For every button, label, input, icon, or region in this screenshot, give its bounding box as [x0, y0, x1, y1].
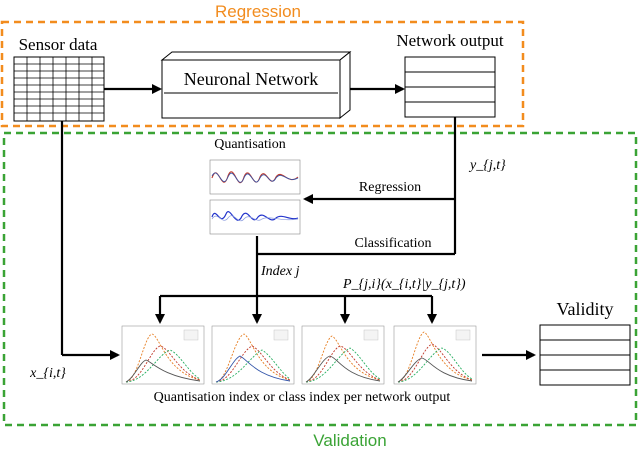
- density-panel-4: [393, 325, 477, 385]
- quantisation-label: Quantisation: [214, 137, 286, 152]
- network-output-table: [404, 56, 496, 118]
- index-j-label: Index j: [260, 264, 300, 279]
- validation-group-box: [2, 131, 638, 427]
- quantisation-plot: [209, 159, 301, 235]
- neuronal-network-box: [160, 50, 352, 120]
- neuronal-network-label: Neuronal Network: [184, 69, 318, 89]
- validity-table: [539, 324, 631, 386]
- x-variable-label: x_{i,t}: [29, 366, 66, 381]
- validation-title: Validation: [313, 431, 386, 449]
- network-output-label: Network output: [396, 31, 503, 50]
- y-variable-label: y_{j,t}: [468, 158, 506, 173]
- density-panel-1: [121, 325, 205, 385]
- density-panel-3: [301, 325, 385, 385]
- density-panel-2: [211, 325, 295, 385]
- regression-edge-label: Regression: [359, 180, 421, 195]
- sensor-data-table: [13, 56, 105, 122]
- sensor-data-label: Sensor data: [19, 35, 98, 54]
- classification-edge-label: Classification: [355, 236, 432, 251]
- regression-title: Regression: [215, 2, 301, 21]
- probability-label: P_{j,i}(x_{i,t}|y_{j,t}): [342, 277, 466, 292]
- validity-label: Validity: [557, 299, 614, 319]
- density-caption: Quantisation index or class index per ne…: [154, 390, 451, 405]
